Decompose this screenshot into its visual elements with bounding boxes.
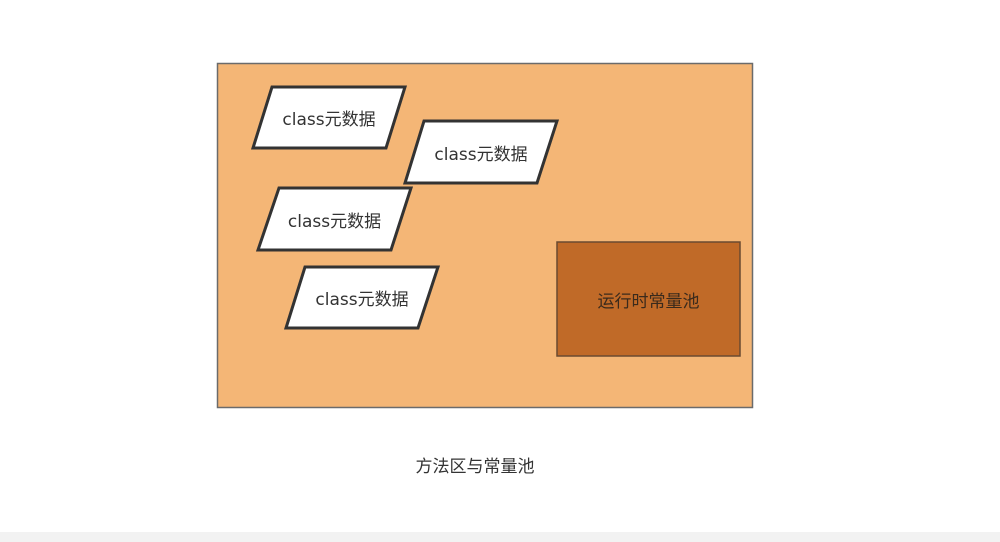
runtime-constant-pool-box bbox=[556, 241, 741, 357]
diagram-caption: 方法区与常量池 bbox=[415, 457, 535, 477]
class-metadata-box-2 bbox=[402, 119, 560, 185]
class-metadata-box-4 bbox=[283, 265, 441, 330]
class-metadata-box-3 bbox=[255, 186, 414, 252]
class-metadata-box-1 bbox=[250, 85, 408, 150]
bottom-strip bbox=[0, 532, 1000, 542]
